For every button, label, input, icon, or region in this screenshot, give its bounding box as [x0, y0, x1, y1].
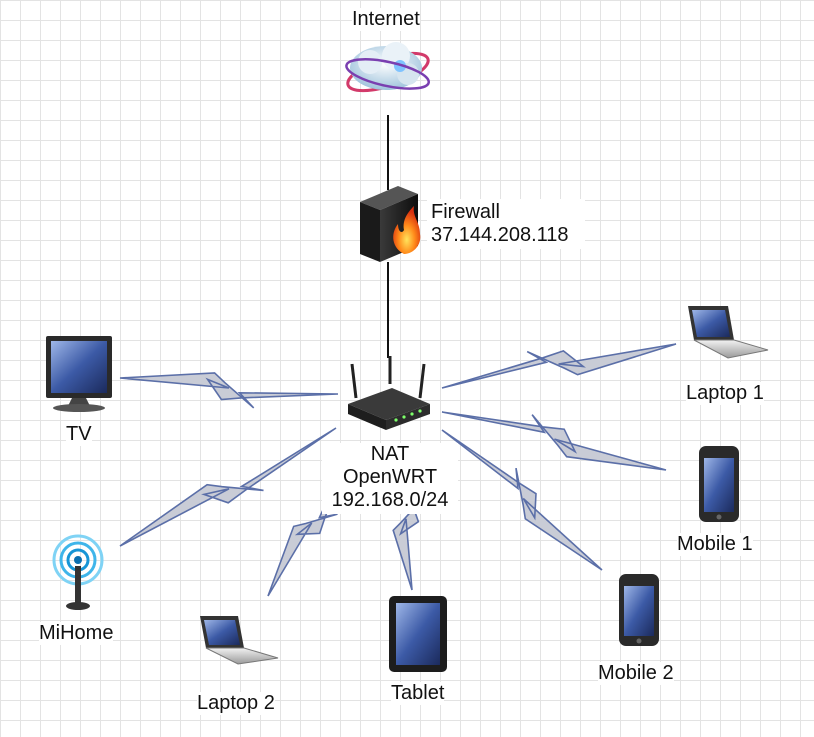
router-icon — [348, 356, 430, 430]
mobile-phone-icon — [699, 446, 739, 522]
wireless-link-laptop1 — [441, 343, 677, 389]
wireless-link-mihome — [119, 427, 337, 547]
router-label: NAT OpenWRT 192.168.0/24 — [322, 443, 458, 514]
firewall-label: Firewall 37.144.208.118 — [427, 199, 585, 249]
cloud-globe-icon — [345, 42, 430, 93]
laptop-icon — [688, 306, 769, 359]
wireless-link-mobile1 — [441, 411, 667, 471]
laptop-icon — [200, 616, 279, 665]
tablet-label: Tablet — [391, 682, 445, 705]
tablet-icon — [389, 596, 447, 672]
mobile2-label: Mobile 2 — [598, 662, 674, 685]
mobile-phone-icon — [619, 574, 659, 646]
router-nat: NAT — [370, 443, 410, 465]
monitor-icon — [46, 336, 112, 412]
router-os: OpenWRT — [342, 466, 438, 488]
laptop2-label: Laptop 2 — [197, 692, 275, 715]
internet-label: Internet — [352, 8, 420, 31]
router-subnet: 192.168.0/24 — [331, 489, 449, 511]
wireless-link-mobile2 — [441, 429, 603, 571]
wireless-links — [119, 343, 677, 597]
tv-label: TV — [66, 423, 92, 446]
firewall-ip: 37.144.208.118 — [431, 224, 569, 246]
wireless-link-tv — [119, 372, 339, 409]
laptop1-label: Laptop 1 — [686, 382, 764, 405]
mobile1-label: Mobile 1 — [677, 533, 753, 556]
mihome-label: MiHome — [39, 622, 114, 645]
firewall-icon — [360, 186, 421, 262]
firewall-name: Firewall — [431, 201, 500, 223]
wifi-antenna-icon — [52, 534, 104, 610]
